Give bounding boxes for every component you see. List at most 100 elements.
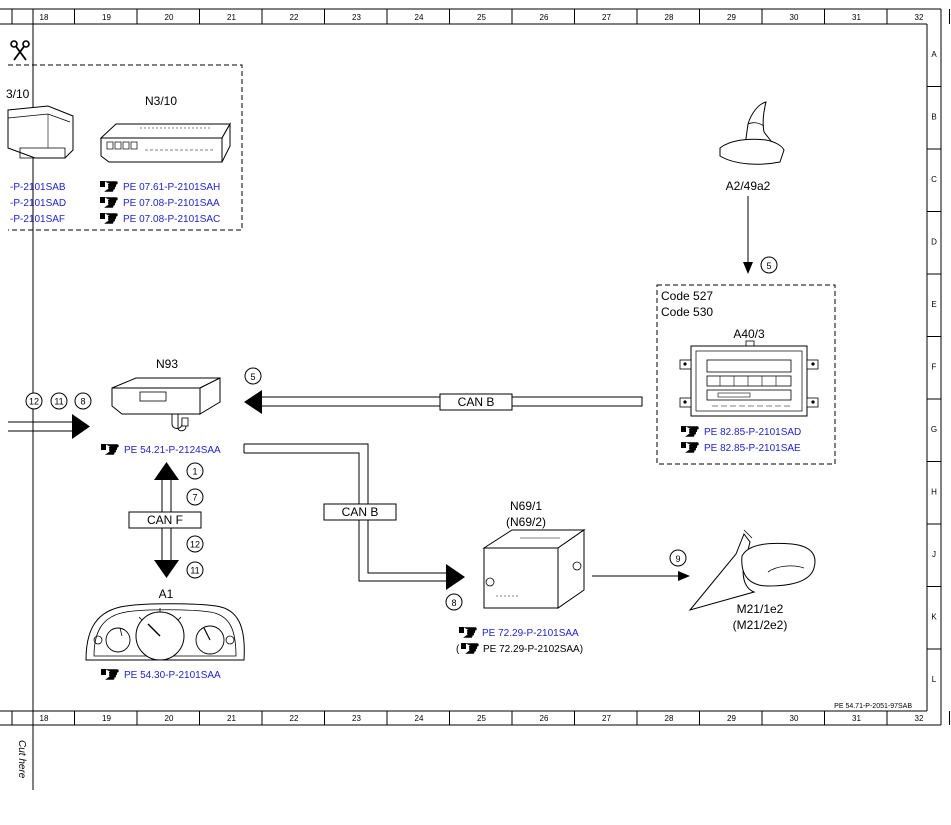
callout-circle [186, 488, 204, 506]
grid-column-label: 21 [227, 13, 236, 22]
callout-circle [50, 392, 68, 410]
n93-ref[interactable]: PE 54.21-P-2124SAA [124, 445, 221, 456]
n93-label: N93 [156, 357, 178, 371]
callout-number: 11 [54, 397, 63, 407]
n69-label: N69/1 [510, 499, 542, 513]
a1-label: A1 [159, 587, 174, 601]
can-f-label: CAN F [147, 513, 183, 527]
grid-column-label: 32 [915, 714, 924, 723]
a40-3-code-1: Code 527 [661, 289, 713, 303]
can-b-lower-label: CAN B [342, 505, 379, 519]
grid-column-label: 24 [415, 714, 424, 723]
left-input-arrow [8, 414, 90, 439]
n3-10-label: N3/10 [145, 94, 177, 108]
grid-column-label: 24 [415, 13, 424, 22]
can-f-bus: CAN F [128, 462, 202, 578]
grid-column-label: 27 [602, 714, 611, 723]
callout-mirror [669, 549, 687, 567]
grid-column-label: 18 [40, 714, 49, 723]
grid-column-label: 22 [290, 13, 299, 22]
grid-row-label: B [931, 113, 936, 122]
grid-column-label: 31 [852, 13, 861, 22]
callout-a2-arrow-text: 5 [766, 261, 771, 271]
a40-3-ref-2[interactable]: PE 82.85-P-2101SAE [704, 443, 801, 454]
grid-column-label: 28 [665, 714, 674, 723]
n69-ref[interactable]: PE 72.29-P-2101SAA [482, 628, 579, 639]
n93-module-icon [111, 377, 221, 432]
a40-3-code-2: Code 530 [661, 305, 713, 319]
grid-column-label: 20 [165, 714, 174, 723]
callout-mirror-text: 9 [675, 554, 680, 564]
n3-10-ref-1[interactable]: PE 07.61-P-2101SAH [123, 182, 220, 193]
grid-column-label: 23 [352, 714, 361, 723]
n3-partial-ref-2[interactable]: -P-2101SAD [10, 198, 66, 209]
callout-circle [186, 462, 204, 480]
callout-n69-in [445, 593, 463, 611]
grid-column-label: 18 [40, 13, 49, 22]
callout-circle [74, 392, 92, 410]
grid-column-label: 32 [915, 13, 924, 22]
callout-number: 12 [29, 397, 39, 407]
n69-ref-alt[interactable]: PE 72.29-P-2102SAA) [483, 644, 583, 655]
a40-3-ref-1[interactable]: PE 82.85-P-2101SAD [704, 427, 801, 438]
m21-mirror-icon [688, 529, 816, 611]
grid-column-label: 28 [665, 13, 674, 22]
cut-here-label: Cut here [16, 740, 27, 779]
grid-column-label: 26 [540, 13, 549, 22]
sheet-reference: PE 54.71-P-2051-97SAB [834, 703, 912, 710]
grid-row-label: D [931, 238, 937, 247]
callout-number: 7 [192, 493, 197, 503]
callout-circle [186, 535, 204, 553]
n3-group: 3/10 -P-2101SAB -P-2101SAD -P-2101SAF N3… [6, 64, 243, 231]
grid-column-label: 29 [727, 13, 736, 22]
grid-row-label: A [931, 50, 937, 59]
grid-row-label: J [932, 550, 936, 559]
a1-instrument-cluster-icon [85, 603, 245, 661]
grid-column-label: 21 [227, 714, 236, 723]
a2-49a2-antenna-icon [719, 101, 785, 165]
m21-label-alt: (M21/2e2) [733, 618, 788, 632]
n3-partial-module-icon [7, 105, 74, 159]
n3-10-ref-3[interactable]: PE 07.08-P-2101SAC [123, 214, 220, 225]
a1-ref[interactable]: PE 54.30-P-2101SAA [124, 670, 221, 681]
scissors-icon [10, 40, 30, 61]
grid-column-label: 19 [102, 13, 111, 22]
callout-can-b-upper [244, 367, 262, 385]
a2-49a2-label: A2/49a2 [726, 179, 771, 193]
n3-partial-ref-3[interactable]: -P-2101SAF [10, 214, 65, 225]
m21-label: M21/1e2 [737, 602, 784, 616]
grid-column-label: 22 [290, 714, 299, 723]
grid-row-label: L [932, 675, 937, 684]
grid-column-label: 27 [602, 13, 611, 22]
n3-10-module-icon [99, 122, 231, 163]
n69-module-icon [482, 529, 586, 609]
grid-column-label: 31 [852, 714, 861, 723]
callouts-left-input: 12 11 8 [25, 392, 92, 410]
grid-row-label: G [931, 425, 937, 434]
n3-10-ref-2[interactable]: PE 07.08-P-2101SAA [123, 198, 220, 209]
can-b-lower-bus: CAN B [243, 443, 465, 590]
grid-row-label: H [931, 488, 937, 497]
n3-partial-ref-1[interactable]: -P-2101SAB [10, 182, 66, 193]
grid-column-label: 29 [727, 714, 736, 723]
n69-ref-alt-open: ( [456, 644, 460, 655]
callout-number: 8 [80, 397, 85, 407]
can-b-upper-label: CAN B [458, 395, 495, 409]
grid-column-label: 26 [540, 714, 549, 723]
grid-row-label: C [931, 175, 937, 184]
a40-3-label: A40/3 [733, 327, 765, 341]
grid-column-label: 30 [790, 714, 799, 723]
callout-can-b-upper-text: 5 [250, 372, 255, 382]
grid-column-label: 23 [352, 13, 361, 22]
n3-partial-label: 3/10 [6, 87, 30, 101]
grid-column-label: 25 [477, 13, 486, 22]
can-b-upper-bus: CAN B [244, 390, 643, 414]
callout-a2-arrow [760, 256, 778, 274]
callout-number: 1 [192, 467, 197, 477]
a40-3-group: Code 527 Code 530 A40/3 [656, 284, 836, 465]
